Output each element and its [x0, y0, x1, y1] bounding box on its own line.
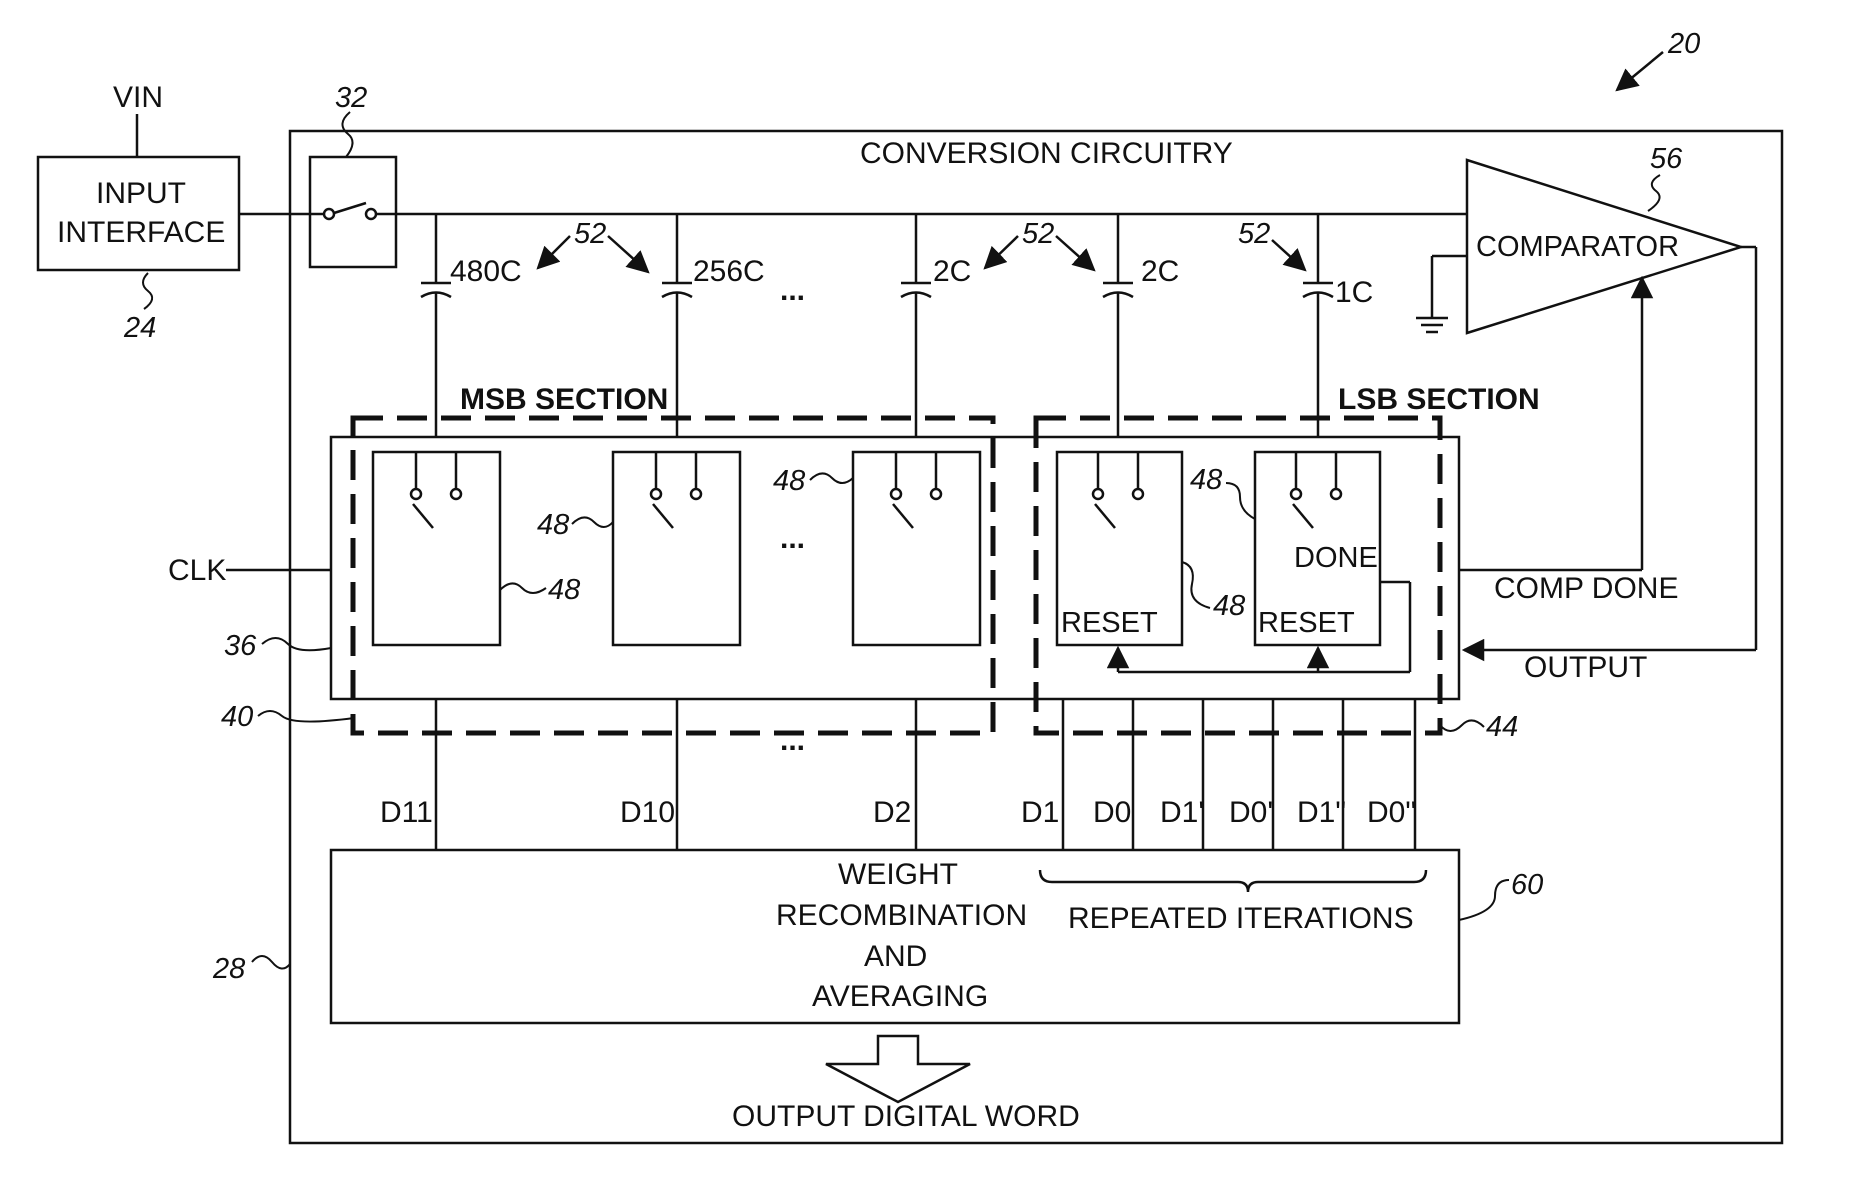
svg-text:56: 56 — [1650, 143, 1683, 175]
d2-label: D2 — [873, 796, 911, 829]
ref-28: 28 — [212, 953, 290, 985]
svg-text:48: 48 — [1190, 464, 1222, 496]
svg-text:48: 48 — [537, 509, 569, 541]
svg-text:2C: 2C — [933, 255, 971, 288]
weight-recombination-block: WEIGHT RECOMBINATION AND AVERAGING REPEA… — [331, 850, 1459, 1023]
switch-cell-3 — [853, 452, 980, 645]
svg-text:1C: 1C — [1335, 276, 1373, 309]
svg-text:52: 52 — [574, 218, 606, 250]
svg-text:WEIGHT: WEIGHT — [838, 858, 958, 891]
d10-label: D10 — [620, 796, 675, 829]
output-label: OUTPUT — [1524, 651, 1647, 684]
svg-text:RESET: RESET — [1258, 607, 1355, 639]
svg-text:48: 48 — [548, 574, 580, 606]
ref-20: 20 — [1617, 28, 1700, 90]
comp-done-label: COMP DONE — [1494, 572, 1678, 605]
svg-text:24: 24 — [123, 312, 156, 344]
svg-text:40: 40 — [221, 701, 253, 733]
vin-label: VIN — [113, 81, 163, 114]
ellipsis-cells: ... — [780, 522, 805, 555]
svg-text:60: 60 — [1511, 869, 1543, 901]
svg-text:INPUT: INPUT — [96, 177, 186, 210]
svg-text:RESET: RESET — [1061, 607, 1158, 639]
svg-text:DONE: DONE — [1294, 542, 1378, 574]
d0-prime-label: D0' — [1229, 796, 1273, 829]
conversion-circuitry-label: CONVERSION CIRCUITRY — [860, 137, 1233, 170]
svg-text:36: 36 — [224, 630, 257, 662]
d11-label: D11 — [380, 796, 433, 829]
svg-text:44: 44 — [1486, 711, 1518, 743]
svg-text:480C: 480C — [450, 255, 522, 288]
svg-text:2C: 2C — [1141, 255, 1179, 288]
input-switch — [310, 157, 396, 267]
svg-text:AVERAGING: AVERAGING — [812, 980, 988, 1013]
svg-text:48: 48 — [773, 465, 805, 497]
input-interface-block: INPUT INTERFACE — [38, 157, 239, 270]
svg-text:28: 28 — [212, 953, 245, 985]
svg-text:COMPARATOR: COMPARATOR — [1476, 231, 1679, 263]
svg-text:REPEATED ITERATIONS: REPEATED ITERATIONS — [1068, 902, 1414, 935]
svg-text:52: 52 — [1238, 218, 1270, 250]
d0-label: D0 — [1093, 796, 1131, 829]
ref-24: 24 — [123, 273, 156, 344]
d1-prime-label: D1' — [1160, 796, 1204, 829]
msb-section-label: MSB SECTION — [460, 383, 668, 416]
svg-text:52: 52 — [1022, 218, 1054, 250]
svg-text:RECOMBINATION: RECOMBINATION — [776, 899, 1027, 932]
d1-label: D1 — [1021, 796, 1059, 829]
lsb-section-label: LSB SECTION — [1338, 383, 1540, 416]
svg-text:256C: 256C — [693, 255, 765, 288]
d1-dprime-label: D1" — [1297, 796, 1346, 829]
svg-text:20: 20 — [1667, 28, 1700, 60]
clk-label: CLK — [168, 554, 226, 587]
svg-text:AND: AND — [864, 940, 927, 973]
ellipsis-caps: ... — [780, 274, 805, 307]
switch-cell-2 — [613, 452, 740, 645]
svg-text:32: 32 — [335, 82, 367, 114]
output-digital-word-label: OUTPUT DIGITAL WORD — [732, 1100, 1080, 1133]
switch-cell-5: DONE RESET — [1255, 452, 1380, 645]
switch-cell-4: RESET — [1057, 452, 1182, 645]
ellipsis-outputs: ... — [780, 724, 805, 757]
d0-dprime-label: D0" — [1367, 796, 1416, 829]
svg-text:INTERFACE: INTERFACE — [57, 216, 225, 249]
svg-text:48: 48 — [1213, 590, 1245, 622]
switch-cell-1 — [373, 452, 500, 645]
